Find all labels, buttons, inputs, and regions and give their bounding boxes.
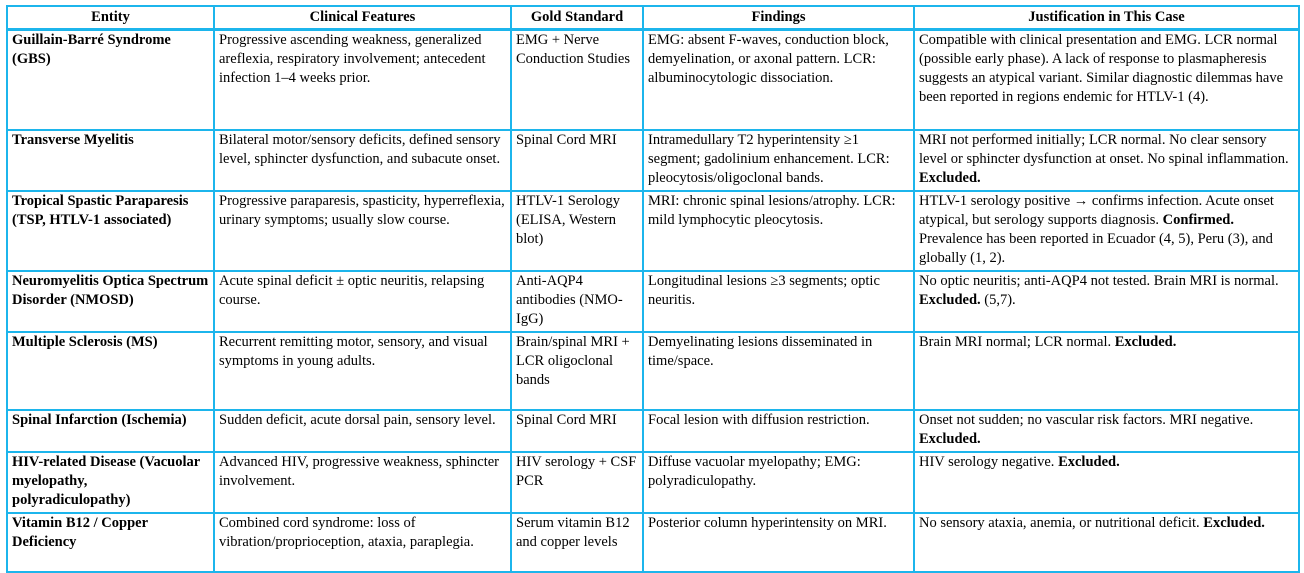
- justification-verdict: Excluded.: [919, 430, 981, 447]
- justification-text: Compatible with clinical presentation an…: [919, 32, 1284, 105]
- entity-cell: Guillain-Barré Syndrome (GBS): [6, 28, 215, 131]
- justification-cell: MRI not performed initially; LCR normal.…: [913, 128, 1300, 192]
- justification-text: HIV serology negative.: [919, 453, 1059, 470]
- justification-cell: Compatible with clinical presentation an…: [913, 28, 1300, 131]
- justification-cell: Onset not sudden; no vascular risk facto…: [913, 408, 1300, 453]
- justification-verdict: Excluded.: [919, 291, 981, 308]
- entity-cell: Transverse Myelitis: [6, 128, 215, 192]
- justification-verdict: Excluded.: [1203, 514, 1265, 531]
- clinical-features-cell: Acute spinal deficit ± optic neuritis, r…: [213, 269, 512, 333]
- findings-cell: Diffuse vacuolar myelopathy; EMG: polyra…: [642, 450, 915, 514]
- justification-text: Prevalence has been reported in Ecuador …: [919, 230, 1273, 266]
- clinical-features-cell: Combined cord syndrome: loss of vibratio…: [213, 511, 512, 573]
- justification-cell: HTLV-1 serology positive → confirms infe…: [913, 189, 1300, 272]
- justification-text: (5,7).: [980, 291, 1016, 308]
- justification-text: Onset not sudden; no vascular risk facto…: [919, 411, 1254, 428]
- entity-cell: Tropical Spastic Paraparesis (TSP, HTLV-…: [6, 189, 215, 272]
- table-row: HIV-related Disease (Vacuolar myelopathy…: [6, 450, 1300, 514]
- table-body: Guillain-Barré Syndrome (GBS)Progressive…: [6, 28, 1300, 573]
- gold-standard-cell: Serum vitamin B12 and copper levels: [510, 511, 644, 573]
- findings-cell: Longitudinal lesions ≥3 segments; optic …: [642, 269, 915, 333]
- justification-text: MRI not performed initially; LCR normal.…: [919, 131, 1289, 167]
- entity-cell: Spinal Infarction (Ischemia): [6, 408, 215, 453]
- justification-text: No optic neuritis; anti-AQP4 not tested.…: [919, 272, 1279, 289]
- justification-verdict: Excluded.: [1058, 453, 1120, 470]
- column-header: Entity: [6, 5, 215, 31]
- clinical-features-cell: Bilateral motor/sensory deficits, define…: [213, 128, 512, 192]
- entity-cell: HIV-related Disease (Vacuolar myelopathy…: [6, 450, 215, 514]
- justification-text: No sensory ataxia, anemia, or nutritiona…: [919, 514, 1204, 531]
- gold-standard-cell: Brain/spinal MRI + LCR oligoclonal bands: [510, 330, 644, 411]
- justification-cell: No optic neuritis; anti-AQP4 not tested.…: [913, 269, 1300, 333]
- column-header: Gold Standard: [510, 5, 644, 31]
- gold-standard-cell: HIV serology + CSF PCR: [510, 450, 644, 514]
- justification-text: HTLV-1 serology positive → confirms infe…: [919, 192, 1274, 228]
- findings-cell: Demyelinating lesions disseminated in ti…: [642, 330, 915, 411]
- clinical-features-cell: Recurrent remitting motor, sensory, and …: [213, 330, 512, 411]
- table-row: Multiple Sclerosis (MS)Recurrent remitti…: [6, 330, 1300, 411]
- table-row: Tropical Spastic Paraparesis (TSP, HTLV-…: [6, 189, 1300, 272]
- column-header: Clinical Features: [213, 5, 512, 31]
- justification-cell: No sensory ataxia, anemia, or nutritiona…: [913, 511, 1300, 573]
- clinical-features-cell: Advanced HIV, progressive weakness, sphi…: [213, 450, 512, 514]
- findings-cell: Posterior column hyperintensity on MRI.: [642, 511, 915, 573]
- column-header: Findings: [642, 5, 915, 31]
- findings-cell: Focal lesion with diffusion restriction.: [642, 408, 915, 453]
- justification-cell: Brain MRI normal; LCR normal. Excluded.: [913, 330, 1300, 411]
- clinical-features-cell: Progressive paraparesis, spasticity, hyp…: [213, 189, 512, 272]
- table-row: Neuromyelitis Optica Spectrum Disorder (…: [6, 269, 1300, 333]
- table-row: Spinal Infarction (Ischemia)Sudden defic…: [6, 408, 1300, 453]
- findings-cell: Intramedullary T2 hyperintensity ≥1 segm…: [642, 128, 915, 192]
- table-row: Guillain-Barré Syndrome (GBS)Progressive…: [6, 28, 1300, 131]
- gold-standard-cell: EMG + Nerve Conduction Studies: [510, 28, 644, 131]
- gold-standard-cell: Spinal Cord MRI: [510, 408, 644, 453]
- justification-verdict: Excluded.: [919, 169, 981, 186]
- gold-standard-cell: Spinal Cord MRI: [510, 128, 644, 192]
- justification-verdict: Excluded.: [1114, 333, 1177, 350]
- findings-cell: MRI: chronic spinal lesions/atrophy. LCR…: [642, 189, 915, 272]
- clinical-features-cell: Sudden deficit, acute dorsal pain, senso…: [213, 408, 512, 453]
- entity-cell: Vitamin B12 / Copper Deficiency: [6, 511, 215, 573]
- clinical-features-cell: Progressive ascending weakness, generali…: [213, 28, 512, 131]
- findings-cell: EMG: absent F-waves, conduction block, d…: [642, 28, 915, 131]
- gold-standard-cell: Anti-AQP4 antibodies (NMO-IgG): [510, 269, 644, 333]
- justification-verdict: Confirmed.: [1162, 211, 1234, 228]
- entity-cell: Neuromyelitis Optica Spectrum Disorder (…: [6, 269, 215, 333]
- gold-standard-cell: HTLV-1 Serology (ELISA, Western blot): [510, 189, 644, 272]
- justification-cell: HIV serology negative. Excluded.: [913, 450, 1300, 514]
- column-header: Justification in This Case: [913, 5, 1300, 31]
- justification-text: Brain MRI normal; LCR normal.: [919, 333, 1115, 350]
- entity-cell: Multiple Sclerosis (MS): [6, 330, 215, 411]
